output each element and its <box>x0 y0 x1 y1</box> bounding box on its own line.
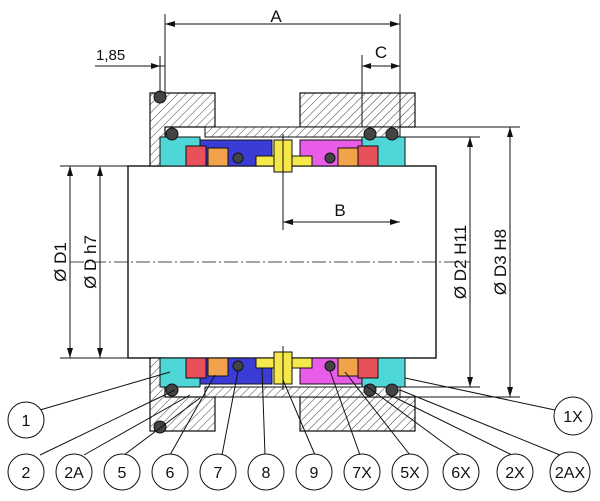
o-ring-bottom-inner-l <box>232 360 244 372</box>
svg-text:1: 1 <box>22 413 31 430</box>
callout-8: 8 <box>247 453 285 491</box>
dim-offset: 1,85 <box>96 47 125 64</box>
o-ring-top-inner-l <box>232 152 244 164</box>
svg-text:2: 2 <box>22 465 31 482</box>
svg-text:1X: 1X <box>563 409 583 426</box>
svg-text:7: 7 <box>214 465 223 482</box>
svg-text:8: 8 <box>262 465 271 482</box>
callout-9: 9 <box>295 453 333 491</box>
face-orange-top-right <box>337 147 359 167</box>
o-ring-top-right <box>385 127 399 141</box>
callout-6x: 6X <box>442 453 480 491</box>
svg-text:2AX: 2AX <box>555 465 586 482</box>
dim-a: A <box>270 7 282 26</box>
callout-5: 5 <box>103 453 141 491</box>
svg-text:9: 9 <box>310 465 319 482</box>
svg-text:6X: 6X <box>451 465 471 482</box>
face-orange-bottom-left <box>207 357 229 377</box>
o-ring-bottom-right <box>385 383 399 397</box>
svg-text:6: 6 <box>166 465 175 482</box>
dim-d2-h11: Ø D2 H11 <box>451 225 470 299</box>
callout-7: 7 <box>199 453 237 491</box>
callout-2a: 2A <box>55 453 93 491</box>
svg-text:5: 5 <box>118 465 127 482</box>
o-ring-bottom-inner-r <box>324 360 336 372</box>
o-ring-top-left <box>165 127 179 141</box>
callout-1x: 1X <box>553 396 593 436</box>
callout-6: 6 <box>151 453 189 491</box>
callout-2ax: 2AX <box>549 451 591 493</box>
svg-text:7X: 7X <box>352 465 372 482</box>
o-ring-bottom-left <box>165 383 179 397</box>
face-red-bottom-left <box>185 357 207 379</box>
svg-text:2A: 2A <box>64 465 84 482</box>
callout-2x: 2X <box>496 453 534 491</box>
o-ring-top-right2 <box>363 127 377 141</box>
o-ring-top-inner-r <box>324 152 336 164</box>
housing-bottom-right <box>299 396 416 432</box>
svg-text:5X: 5X <box>400 465 420 482</box>
dim-d1: Ø D1 <box>51 242 70 282</box>
face-red-top-left <box>185 145 207 167</box>
dim-b: B <box>334 201 345 220</box>
face-red-top-right <box>357 145 379 167</box>
callout-5x: 5X <box>391 453 429 491</box>
face-orange-bottom-right <box>337 357 359 377</box>
housing-top-left <box>149 92 216 167</box>
face-red-bottom-right <box>357 357 379 379</box>
housing-top-right <box>299 92 416 128</box>
dim-c: C <box>375 43 387 62</box>
svg-text:2X: 2X <box>505 465 525 482</box>
callout-2: 2 <box>7 453 45 491</box>
face-orange-top-left <box>207 147 229 167</box>
callout-7x: 7X <box>343 453 381 491</box>
callout-1: 1 <box>7 401 45 439</box>
dim-d-h7: Ø D h7 <box>81 235 100 289</box>
dim-d3-h8: Ø D3 H8 <box>491 229 510 295</box>
